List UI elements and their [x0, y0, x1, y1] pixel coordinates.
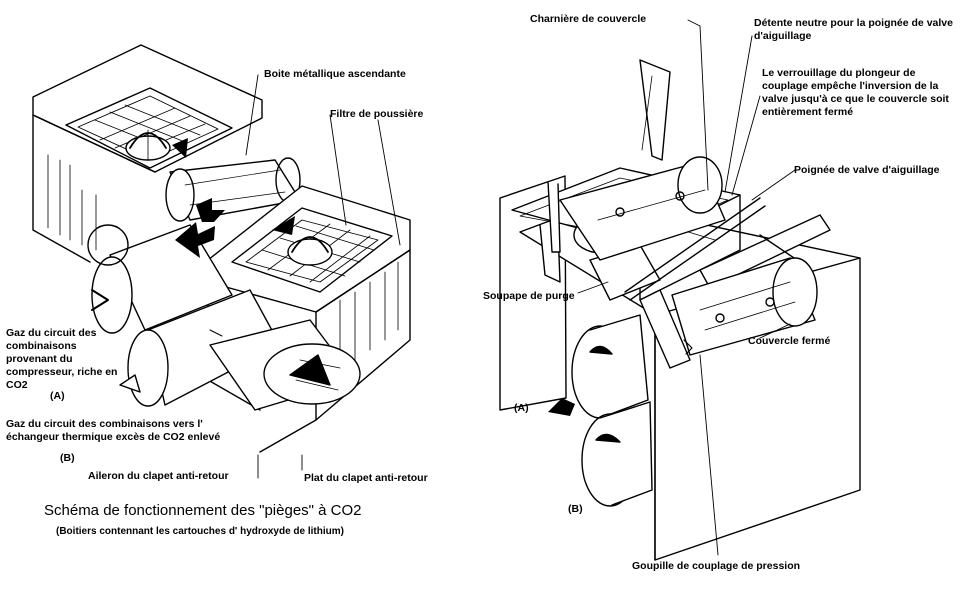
check-valve-housing: [209, 319, 361, 411]
inlet-cylinder: [87, 224, 233, 334]
lower-canister-right: [671, 257, 818, 356]
label-gaz-b: Gaz du circuit des combinaisons vers l' …: [6, 418, 221, 443]
right-leader-lines: [577, 19, 796, 556]
label-charniere: Charnière de couvercle: [530, 13, 647, 25]
outlet-pipe-right: [581, 401, 653, 507]
upper-canister-right: [559, 156, 726, 261]
marker-a-left: (A): [50, 390, 65, 402]
label-verrouillage: Le verrouillage du plongeur de couplage …: [762, 67, 949, 118]
upper-canister: [32, 44, 263, 263]
label-aileron: Aileron du clapet anti-retour: [88, 470, 229, 482]
marker-b-right: (B): [568, 503, 583, 515]
marker-b-left: (B): [60, 452, 75, 464]
coupling-pin: [639, 289, 693, 369]
label-couvercle: Couvercle fermé: [748, 335, 831, 347]
label-detente: Détente neutre pour la poignée de valve …: [754, 17, 953, 42]
left-leader-lines: [245, 74, 401, 479]
label-plat: Plat du clapet anti-retour: [304, 472, 428, 484]
label-gaz-a: Gaz du circuit des combinaisons provenan…: [6, 327, 118, 391]
label-soupape: Soupape de purge: [483, 290, 575, 302]
inlet-pipe-right: [571, 314, 649, 419]
inlet-arrow-right: [548, 398, 575, 416]
label-goupille: Goupille de couplage de pression: [632, 560, 801, 572]
label-boite-metallique: Boite métallique ascendante: [264, 68, 406, 80]
diagram-title: Schéma de fonctionnement des "pièges" à …: [44, 502, 362, 519]
label-poignee: Poignée de valve d'aiguillage: [794, 164, 940, 176]
marker-a-right: (A): [514, 402, 529, 414]
flow-arrows: [172, 138, 295, 258]
label-filtre-poussiere: Filtre de poussière: [330, 108, 424, 120]
diagram-subtitle: (Boitiers contennant les cartouches d' h…: [56, 526, 344, 537]
